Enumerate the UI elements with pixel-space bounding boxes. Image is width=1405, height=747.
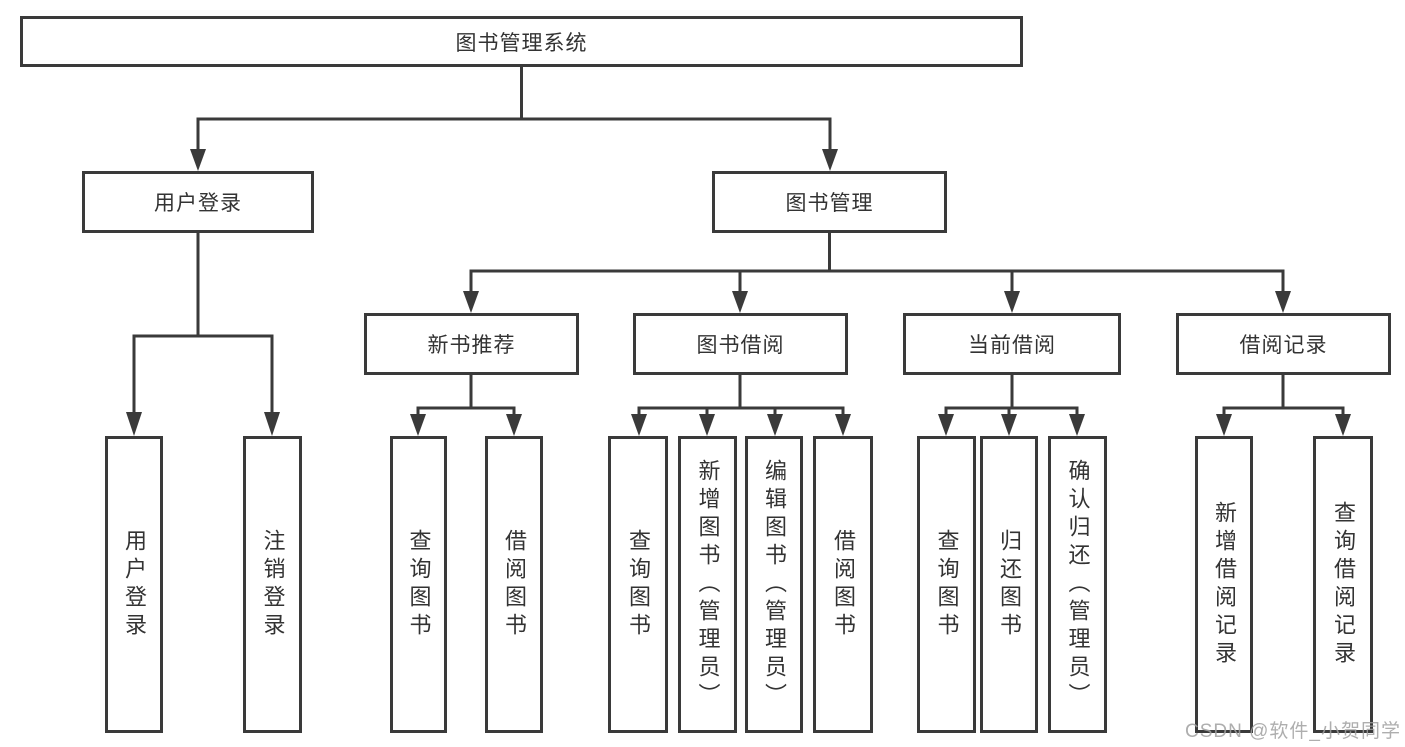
- leaf-label: 新增借阅记录: [1212, 500, 1237, 669]
- node-borrow-records: 借阅记录: [1176, 313, 1391, 375]
- arrowhead-icons: [126, 149, 1351, 436]
- leaf-label: 借阅图书: [502, 528, 527, 641]
- leaf-label: 归还图书: [997, 528, 1022, 641]
- leaf-return-books: 归还图书: [980, 436, 1038, 733]
- node-label: 图书管理: [785, 192, 874, 215]
- leaf-label: 新增图书（管理员）: [695, 458, 721, 711]
- leaf-label: 用户登录: [122, 528, 147, 641]
- node-label: 用户登录: [154, 192, 242, 215]
- node-book-management: 图书管理: [712, 171, 947, 233]
- node-book-borrow: 图书借阅: [633, 313, 848, 375]
- leaf-logout: 注销登录: [243, 436, 302, 733]
- node-library-management-system: 图书管理系统: [20, 16, 1023, 67]
- leaf-borrow-books-recommend: 借阅图书: [485, 436, 543, 733]
- node-label: 图书管理系统: [455, 31, 588, 55]
- leaf-label: 查询图书: [626, 528, 651, 641]
- node-label: 新书推荐: [427, 334, 516, 357]
- leaf-add-borrow-record: 新增借阅记录: [1195, 436, 1253, 733]
- leaf-borrow-books: 借阅图书: [813, 436, 873, 733]
- leaf-label: 查询图书: [406, 528, 432, 641]
- leaf-query-books-recommend: 查询图书: [390, 436, 447, 733]
- leaf-label: 查询借阅记录: [1331, 500, 1356, 669]
- leaf-add-books-admin: 新增图书（管理员）: [678, 436, 737, 733]
- node-new-book-recommend: 新书推荐: [364, 313, 579, 375]
- leaf-label: 编辑图书（管理员）: [762, 458, 787, 711]
- leaf-query-books-current: 查询图书: [917, 436, 976, 733]
- node-label: 借阅记录: [1239, 334, 1328, 357]
- leaf-edit-books-admin: 编辑图书（管理员）: [745, 436, 803, 733]
- leaf-user-login: 用户登录: [105, 436, 163, 733]
- leaf-confirm-return-admin: 确认归还（管理员）: [1048, 436, 1107, 733]
- leaf-label: 注销登录: [260, 528, 286, 641]
- node-current-borrow: 当前借阅: [903, 313, 1121, 375]
- node-label: 当前借阅: [968, 334, 1056, 357]
- leaf-label: 查询图书: [934, 528, 960, 641]
- node-label: 图书借阅: [696, 334, 785, 357]
- node-user-login: 用户登录: [82, 171, 314, 233]
- leaf-label: 确认归还（管理员）: [1065, 458, 1091, 711]
- leaf-query-borrow-record: 查询借阅记录: [1313, 436, 1373, 733]
- leaf-query-books-borrow: 查询图书: [608, 436, 668, 733]
- leaf-label: 借阅图书: [831, 528, 856, 641]
